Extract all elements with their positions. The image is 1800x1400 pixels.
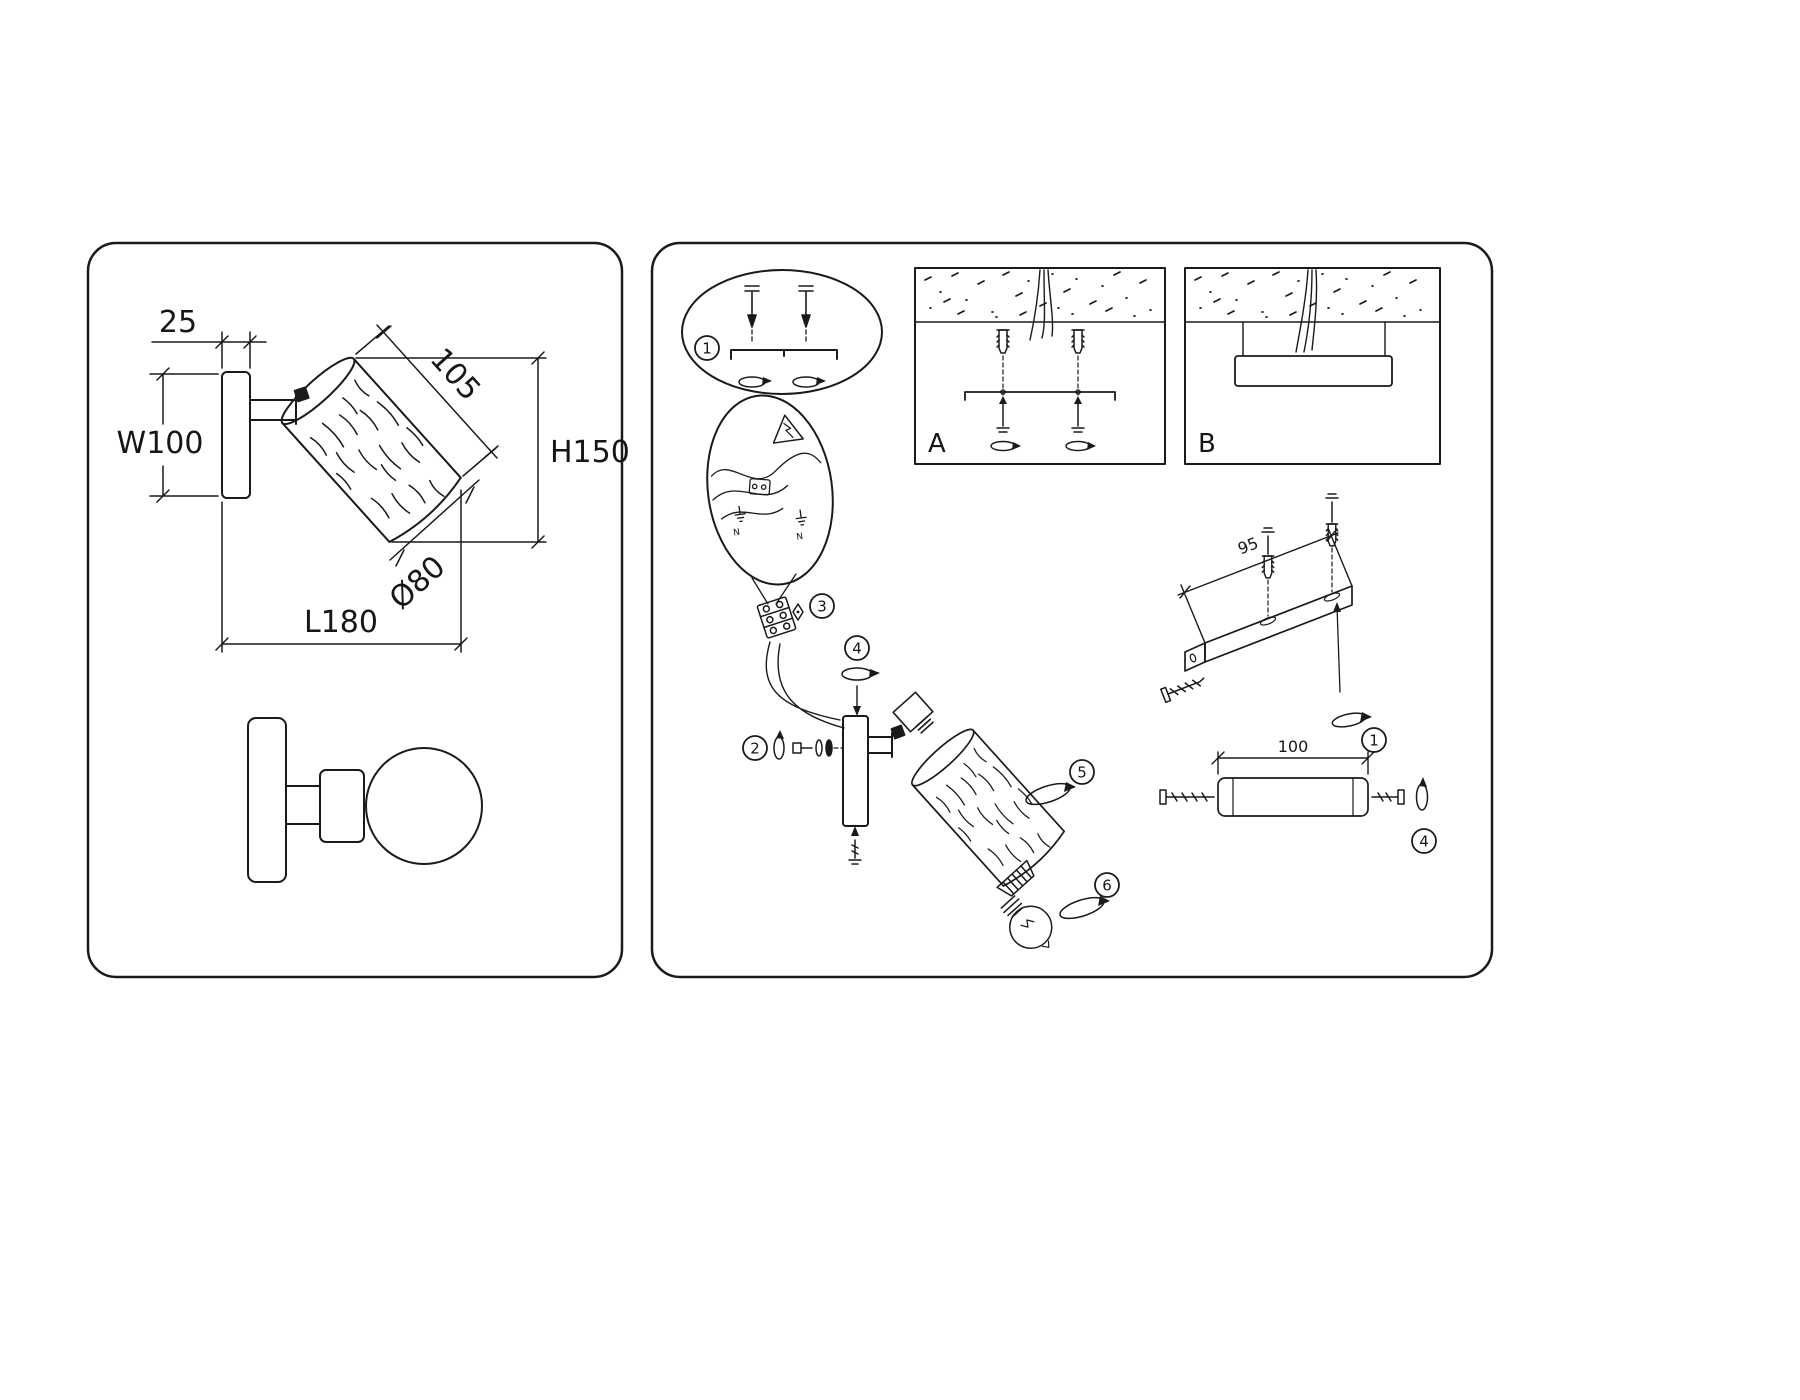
rotation-arrow-icon <box>1059 896 1110 920</box>
supply-wires <box>765 641 845 729</box>
step-marker-1: 1 <box>694 335 720 361</box>
dim-100-label: 100 <box>1278 737 1309 756</box>
dim-h150-label: H150 <box>550 435 630 470</box>
terminal-block <box>756 596 845 729</box>
lamp-body-assembly <box>842 691 1068 889</box>
dim-plate-thickness: 25 <box>151 305 267 369</box>
rotation-arrow-icon <box>1025 782 1076 806</box>
step-marker-2: 2 <box>742 735 768 761</box>
step-2-parts: 2 <box>742 730 843 761</box>
dim-105-label: 105 <box>423 342 487 408</box>
wire-label-n2: N <box>796 532 804 543</box>
step-number-4b: 4 <box>1419 833 1429 851</box>
wires <box>710 452 822 520</box>
set-screw-icon <box>848 826 862 865</box>
rotation-arrow-icon <box>1415 777 1429 811</box>
ceiling-option-a: A <box>914 267 1166 465</box>
side-view-drawing <box>221 351 465 547</box>
dim-w100-label: W100 <box>117 426 204 461</box>
front-view-drawing <box>247 717 483 883</box>
ceiling-wires <box>1029 269 1054 341</box>
dim-shade-diameter: Ø80 <box>383 479 480 617</box>
step-marker-5: 5 <box>1069 759 1095 785</box>
dim-d80-label: Ø80 <box>383 549 452 616</box>
step-number-5: 5 <box>1077 764 1087 782</box>
step-marker-4: 4 <box>844 635 870 661</box>
step-number-2: 2 <box>750 740 760 758</box>
step-number-6: 6 <box>1102 877 1112 895</box>
screw-icon <box>1261 493 1339 555</box>
warning-triangle-icon <box>772 414 804 444</box>
dim-95-label: 95 <box>1235 533 1261 558</box>
rotation-arrow-icon <box>738 376 826 388</box>
screw-icon <box>1159 789 1405 805</box>
step-1-detail: 1 <box>681 269 883 395</box>
ceiling-wires <box>1295 269 1318 353</box>
option-b-label: B <box>1198 429 1216 459</box>
screw-icon <box>996 396 1085 433</box>
step-marker-1b: 1 <box>1361 727 1387 753</box>
dim-shade-length: 105 <box>355 324 499 477</box>
pivot-joint <box>293 386 310 403</box>
shade-ring <box>996 859 1035 897</box>
wiring-detail: N N <box>706 394 834 586</box>
cross-rod-view: 100 4 <box>1159 737 1437 854</box>
step-marker-3: 3 <box>809 593 835 619</box>
rotation-arrow-icon <box>841 667 880 681</box>
option-a-label: A <box>928 429 946 459</box>
ground-symbols <box>734 505 807 526</box>
rotation-arrow-icon <box>1331 712 1372 728</box>
long-screw-icon <box>1160 677 1205 704</box>
dim-25-label: 25 <box>159 305 197 340</box>
screw-icon <box>744 285 814 328</box>
wire-label-n1: N <box>733 528 741 539</box>
step-number-1b: 1 <box>1369 732 1379 750</box>
rotation-arrow-icon <box>990 440 1096 452</box>
bulb-front <box>365 747 483 865</box>
dim-total-length: L180 <box>215 489 468 653</box>
dim-bracket-span: 95 <box>1177 527 1353 644</box>
step-number-1: 1 <box>702 340 712 358</box>
step-number-3: 3 <box>817 598 827 616</box>
ceiling-option-b: B <box>1184 267 1441 465</box>
dim-rod-length: 100 <box>1211 737 1375 775</box>
step-marker-6: 6 <box>1094 872 1120 898</box>
step-number-4: 4 <box>852 640 862 658</box>
terminal-mini <box>748 478 771 496</box>
socket-cube <box>892 691 934 734</box>
installation-panel: 1 N N <box>650 241 1494 979</box>
pivot-joint <box>890 724 906 740</box>
step-marker-4b: 4 <box>1411 828 1437 854</box>
dim-l180-label: L180 <box>304 605 378 640</box>
mounting-bracket-view: 95 1 <box>1160 493 1387 753</box>
dim-plate-width: W100 <box>117 367 219 503</box>
dim-total-height: H150 <box>355 351 630 549</box>
bulb-icon <box>1000 895 1053 950</box>
dimensions-panel: 25 W100 105 H150 Ø80 L180 <box>86 241 630 979</box>
